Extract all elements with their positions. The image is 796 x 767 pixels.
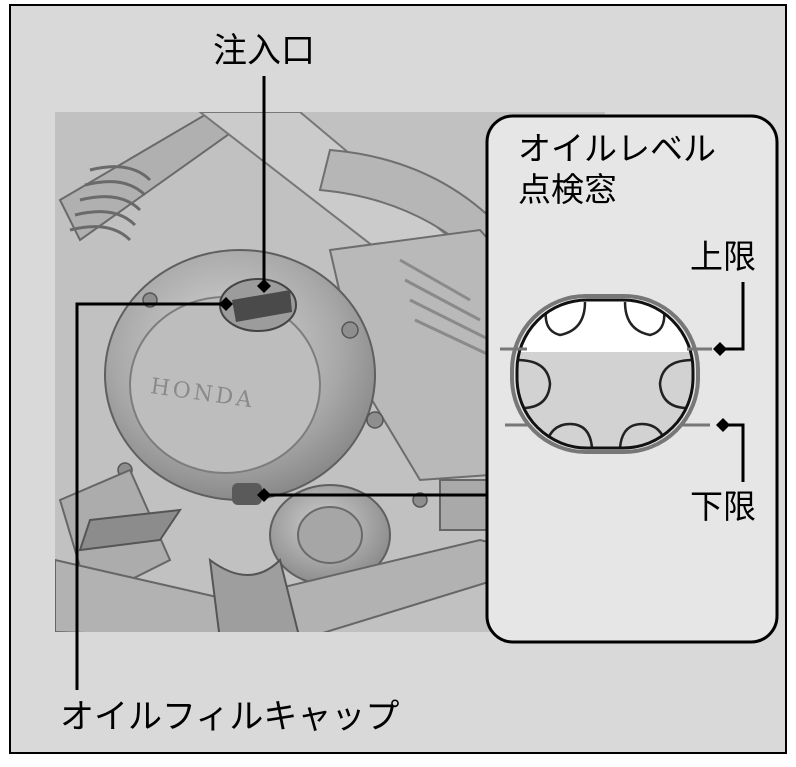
upper-limit-label: 上限 (690, 237, 756, 276)
oil-level (517, 352, 693, 448)
inspection-window-title-line2: 点検窓 (518, 170, 617, 209)
oil-filler-cap-label: オイルフィルキャップ (60, 697, 400, 737)
sight-glass-detail (500, 294, 712, 454)
inspection-window-title-line1: オイルレベル (518, 129, 716, 168)
filler-port-label: 注入口 (213, 31, 315, 71)
leader-markers (219, 279, 730, 502)
lower-limit-label: 下限 (690, 487, 756, 526)
